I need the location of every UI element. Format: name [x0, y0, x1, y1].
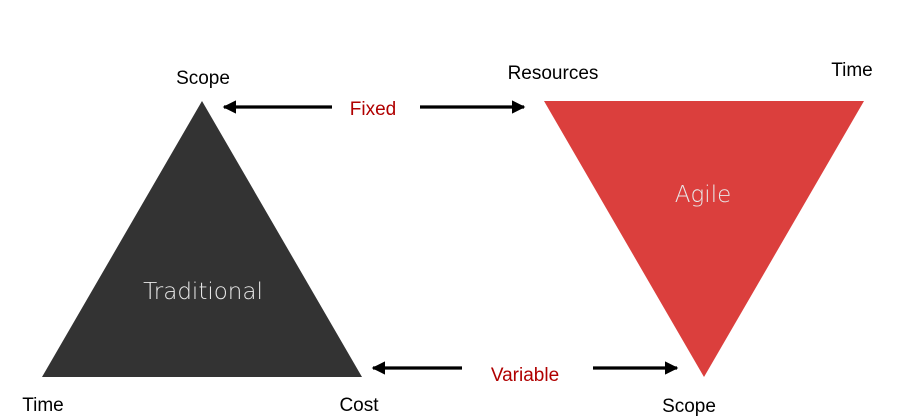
traditional-bottom-left-label: Time: [22, 395, 64, 416]
traditional-bottom-right-label: Cost: [339, 395, 379, 416]
agile-label: Agile: [675, 182, 731, 208]
agile-top-right-label: Time: [831, 60, 873, 81]
agile-top-left-label: Resources: [508, 63, 599, 84]
variable-label: Variable: [491, 365, 559, 386]
traditional-top-label: Scope: [176, 68, 230, 89]
agile-triangle: [544, 101, 864, 377]
fixed-label: Fixed: [350, 99, 396, 120]
traditional-triangle: [42, 101, 362, 377]
traditional-label: Traditional: [143, 279, 263, 305]
agile-bottom-label: Scope: [662, 396, 716, 417]
